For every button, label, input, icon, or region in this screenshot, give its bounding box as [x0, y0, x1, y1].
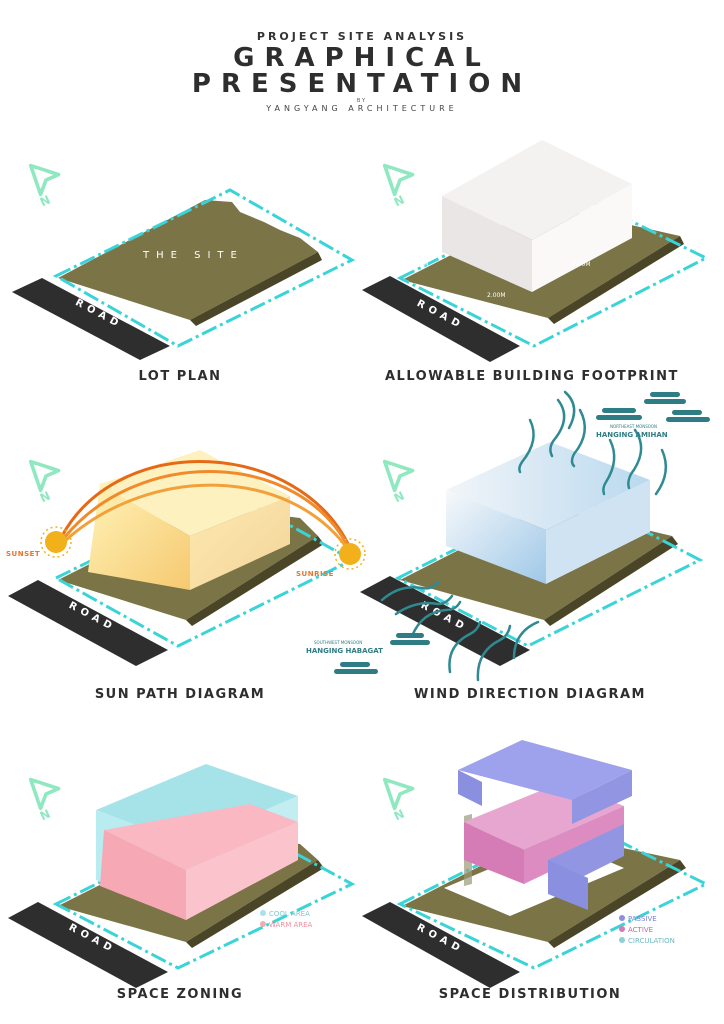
- header-by: BY: [356, 98, 368, 104]
- caption-wind: WIND DIRECTION DIAGRAM: [414, 687, 646, 702]
- setback-dimensions: 2.00M 2.00M 2.00M 2.00M: [410, 217, 666, 299]
- sunset-label: SUNSET: [6, 550, 40, 558]
- southwest-wind-arrows: [380, 580, 540, 682]
- panel-space-distribution: ROAD PASSIVE ACTIVE CIRCULATION: [362, 740, 710, 988]
- lot-parcel: [58, 200, 318, 320]
- caption-footprint: ALLOWABLE BUILDING FOOTPRINT: [385, 369, 679, 384]
- north-arrow-icon: [28, 459, 61, 503]
- panel-footprint: ROAD 2.00M 2.00M 2.00M 2.00M: [362, 140, 710, 362]
- road: [8, 580, 168, 666]
- site-label: THE SITE: [142, 250, 244, 261]
- legend: COOL AREA WARM AREA: [260, 910, 313, 929]
- setback-label: 2.00M: [487, 292, 506, 299]
- northeast-monsoon-label: NORTHEAST MONSOON: [610, 424, 657, 429]
- panel-space-zoning: ROAD COOL AREA WARM AREA: [8, 764, 356, 988]
- road: [8, 902, 168, 988]
- north-arrow-icon: [382, 459, 415, 503]
- header-kicker: PROJECT SITE ANALYSIS: [256, 30, 468, 43]
- terrain-edge: [548, 236, 684, 324]
- panel-wind: ROAD NORTHEAST MONSOON HANGING AMIHAN: [306, 390, 710, 682]
- setback-label: 2.00M: [410, 261, 429, 268]
- legend-passive: PASSIVE: [628, 915, 657, 923]
- terrain-edge: [186, 536, 324, 626]
- sunrise-label: SUNRISE: [296, 570, 334, 578]
- allowable-building-mass: [442, 140, 632, 292]
- caption-space-zoning: SPACE ZONING: [116, 987, 244, 1002]
- north-arrow-icon: [28, 777, 61, 821]
- terrain-edge: [186, 860, 324, 948]
- sun-path-arcs: [60, 460, 352, 553]
- road: [12, 278, 170, 360]
- setback-label: 2.00M: [647, 217, 666, 224]
- warm-zone-mass: [100, 804, 298, 920]
- building-mass: [88, 450, 290, 590]
- terrain-edge: [190, 252, 322, 326]
- setback-label: 2.00M: [572, 261, 591, 268]
- site-boundary: [52, 188, 356, 348]
- cloud-icon: [334, 633, 430, 674]
- passive-zone-mass: [458, 740, 632, 910]
- panel-sun-path: ROAD SUNSET SUNRISE: [6, 450, 366, 666]
- terrain-edge: [548, 860, 686, 948]
- road: [362, 276, 520, 362]
- caption-lot-plan: LOT PLAN: [138, 369, 222, 384]
- legend-warm-area: WARM AREA: [269, 921, 313, 929]
- sunrise-sun-icon: [334, 538, 366, 570]
- northeast-wind-arrows: [518, 390, 668, 496]
- caption-space-distribution: SPACE DISTRIBUTION: [438, 987, 622, 1002]
- legend-active: ACTIVE: [628, 926, 653, 934]
- hanging-amihan-label: HANGING AMIHAN: [596, 431, 668, 439]
- legend-cool-area: COOL AREA: [269, 910, 310, 918]
- legend-circulation: CIRCULATION: [628, 937, 675, 945]
- cloud-icon: [596, 392, 710, 422]
- north-arrow-icon: [28, 163, 61, 207]
- caption-sun-path: SUN PATH DIAGRAM: [94, 687, 266, 702]
- north-arrow-icon: [382, 163, 415, 207]
- terrain-edge: [544, 536, 678, 626]
- road: [360, 576, 530, 666]
- header-title-line2: PRESENTATION: [191, 69, 533, 99]
- header-firm: YANGYANG ARCHITECTURE: [266, 104, 458, 113]
- road: [362, 902, 520, 988]
- header-title-line1: GRAPHICAL: [233, 43, 491, 73]
- legend: PASSIVE ACTIVE CIRCULATION: [619, 915, 675, 945]
- panel-lot-plan: ROAD THE SITE: [12, 163, 356, 360]
- building-mass: [446, 442, 650, 584]
- north-arrow-icon: [382, 777, 415, 821]
- sunset-sun-icon: [40, 526, 72, 558]
- southwest-monsoon-label: SOUTHWEST MONSOON: [314, 640, 362, 645]
- hanging-habagat-label: HANGING HABAGAT: [306, 647, 383, 655]
